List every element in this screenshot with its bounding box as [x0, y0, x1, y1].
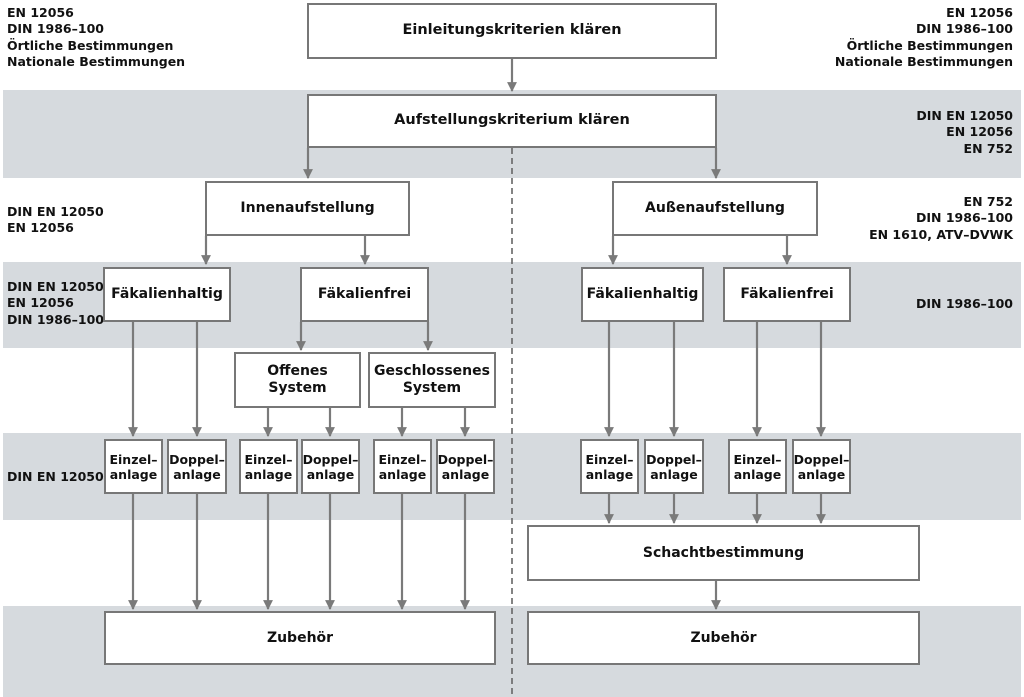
box-faekalienfrei-innen: Fäkalienfrei: [300, 267, 429, 322]
label-row6-left: DIN EN 12050: [7, 469, 104, 484]
box-doppelanlage: Doppel– anlage: [792, 439, 851, 494]
box-einleitungskriterien: Einleitungskriterien klären: [307, 3, 717, 59]
box-faekalienhaltig-aussen: Fäkalienhaltig: [581, 267, 704, 322]
box-aussenaufstellung: Außenaufstellung: [612, 181, 818, 236]
label-top-left: EN 12056 DIN 1986–100 Örtliche Bestimmun…: [7, 5, 186, 69]
box-einzelanlage: Einzel– anlage: [104, 439, 163, 494]
label-row3-right: EN 752 DIN 1986–100 EN 1610, ATV–DVWK: [869, 194, 1013, 242]
label-row2-right: DIN EN 12050 EN 12056 EN 752: [916, 108, 1013, 156]
label-top-right: EN 12056 DIN 1986–100 Örtliche Bestimmun…: [834, 5, 1013, 69]
box-doppelanlage: Doppel– anlage: [167, 439, 227, 494]
box-aufstellungskriterium: Aufstellungskriterium klären: [307, 94, 717, 148]
box-einzelanlage: Einzel– anlage: [239, 439, 298, 494]
box-doppelanlage: Doppel– anlage: [436, 439, 495, 494]
box-doppelanlage: Doppel– anlage: [301, 439, 360, 494]
label-row4-right: DIN 1986–100: [916, 296, 1013, 311]
box-einzelanlage: Einzel– anlage: [580, 439, 639, 494]
box-faekalienhaltig-innen: Fäkalienhaltig: [103, 267, 231, 322]
box-schachtbestimmung: Schachtbestimmung: [527, 525, 920, 581]
box-zubehoer-aussen: Zubehör: [527, 611, 920, 665]
box-geschlossenes-system: Geschlossenes System: [368, 352, 496, 408]
box-doppelanlage: Doppel– anlage: [644, 439, 704, 494]
box-offenes-system: Offenes System: [234, 352, 361, 408]
box-innenaufstellung: Innenaufstellung: [205, 181, 410, 236]
box-einzelanlage: Einzel– anlage: [728, 439, 787, 494]
label-row4-left: DIN EN 12050 EN 12056 DIN 1986–100: [7, 279, 104, 327]
box-faekalienfrei-aussen: Fäkalienfrei: [723, 267, 851, 322]
box-zubehoer-innen: Zubehör: [104, 611, 496, 665]
label-row3-left: DIN EN 12050 EN 12056: [7, 204, 104, 236]
box-einzelanlage: Einzel– anlage: [373, 439, 432, 494]
